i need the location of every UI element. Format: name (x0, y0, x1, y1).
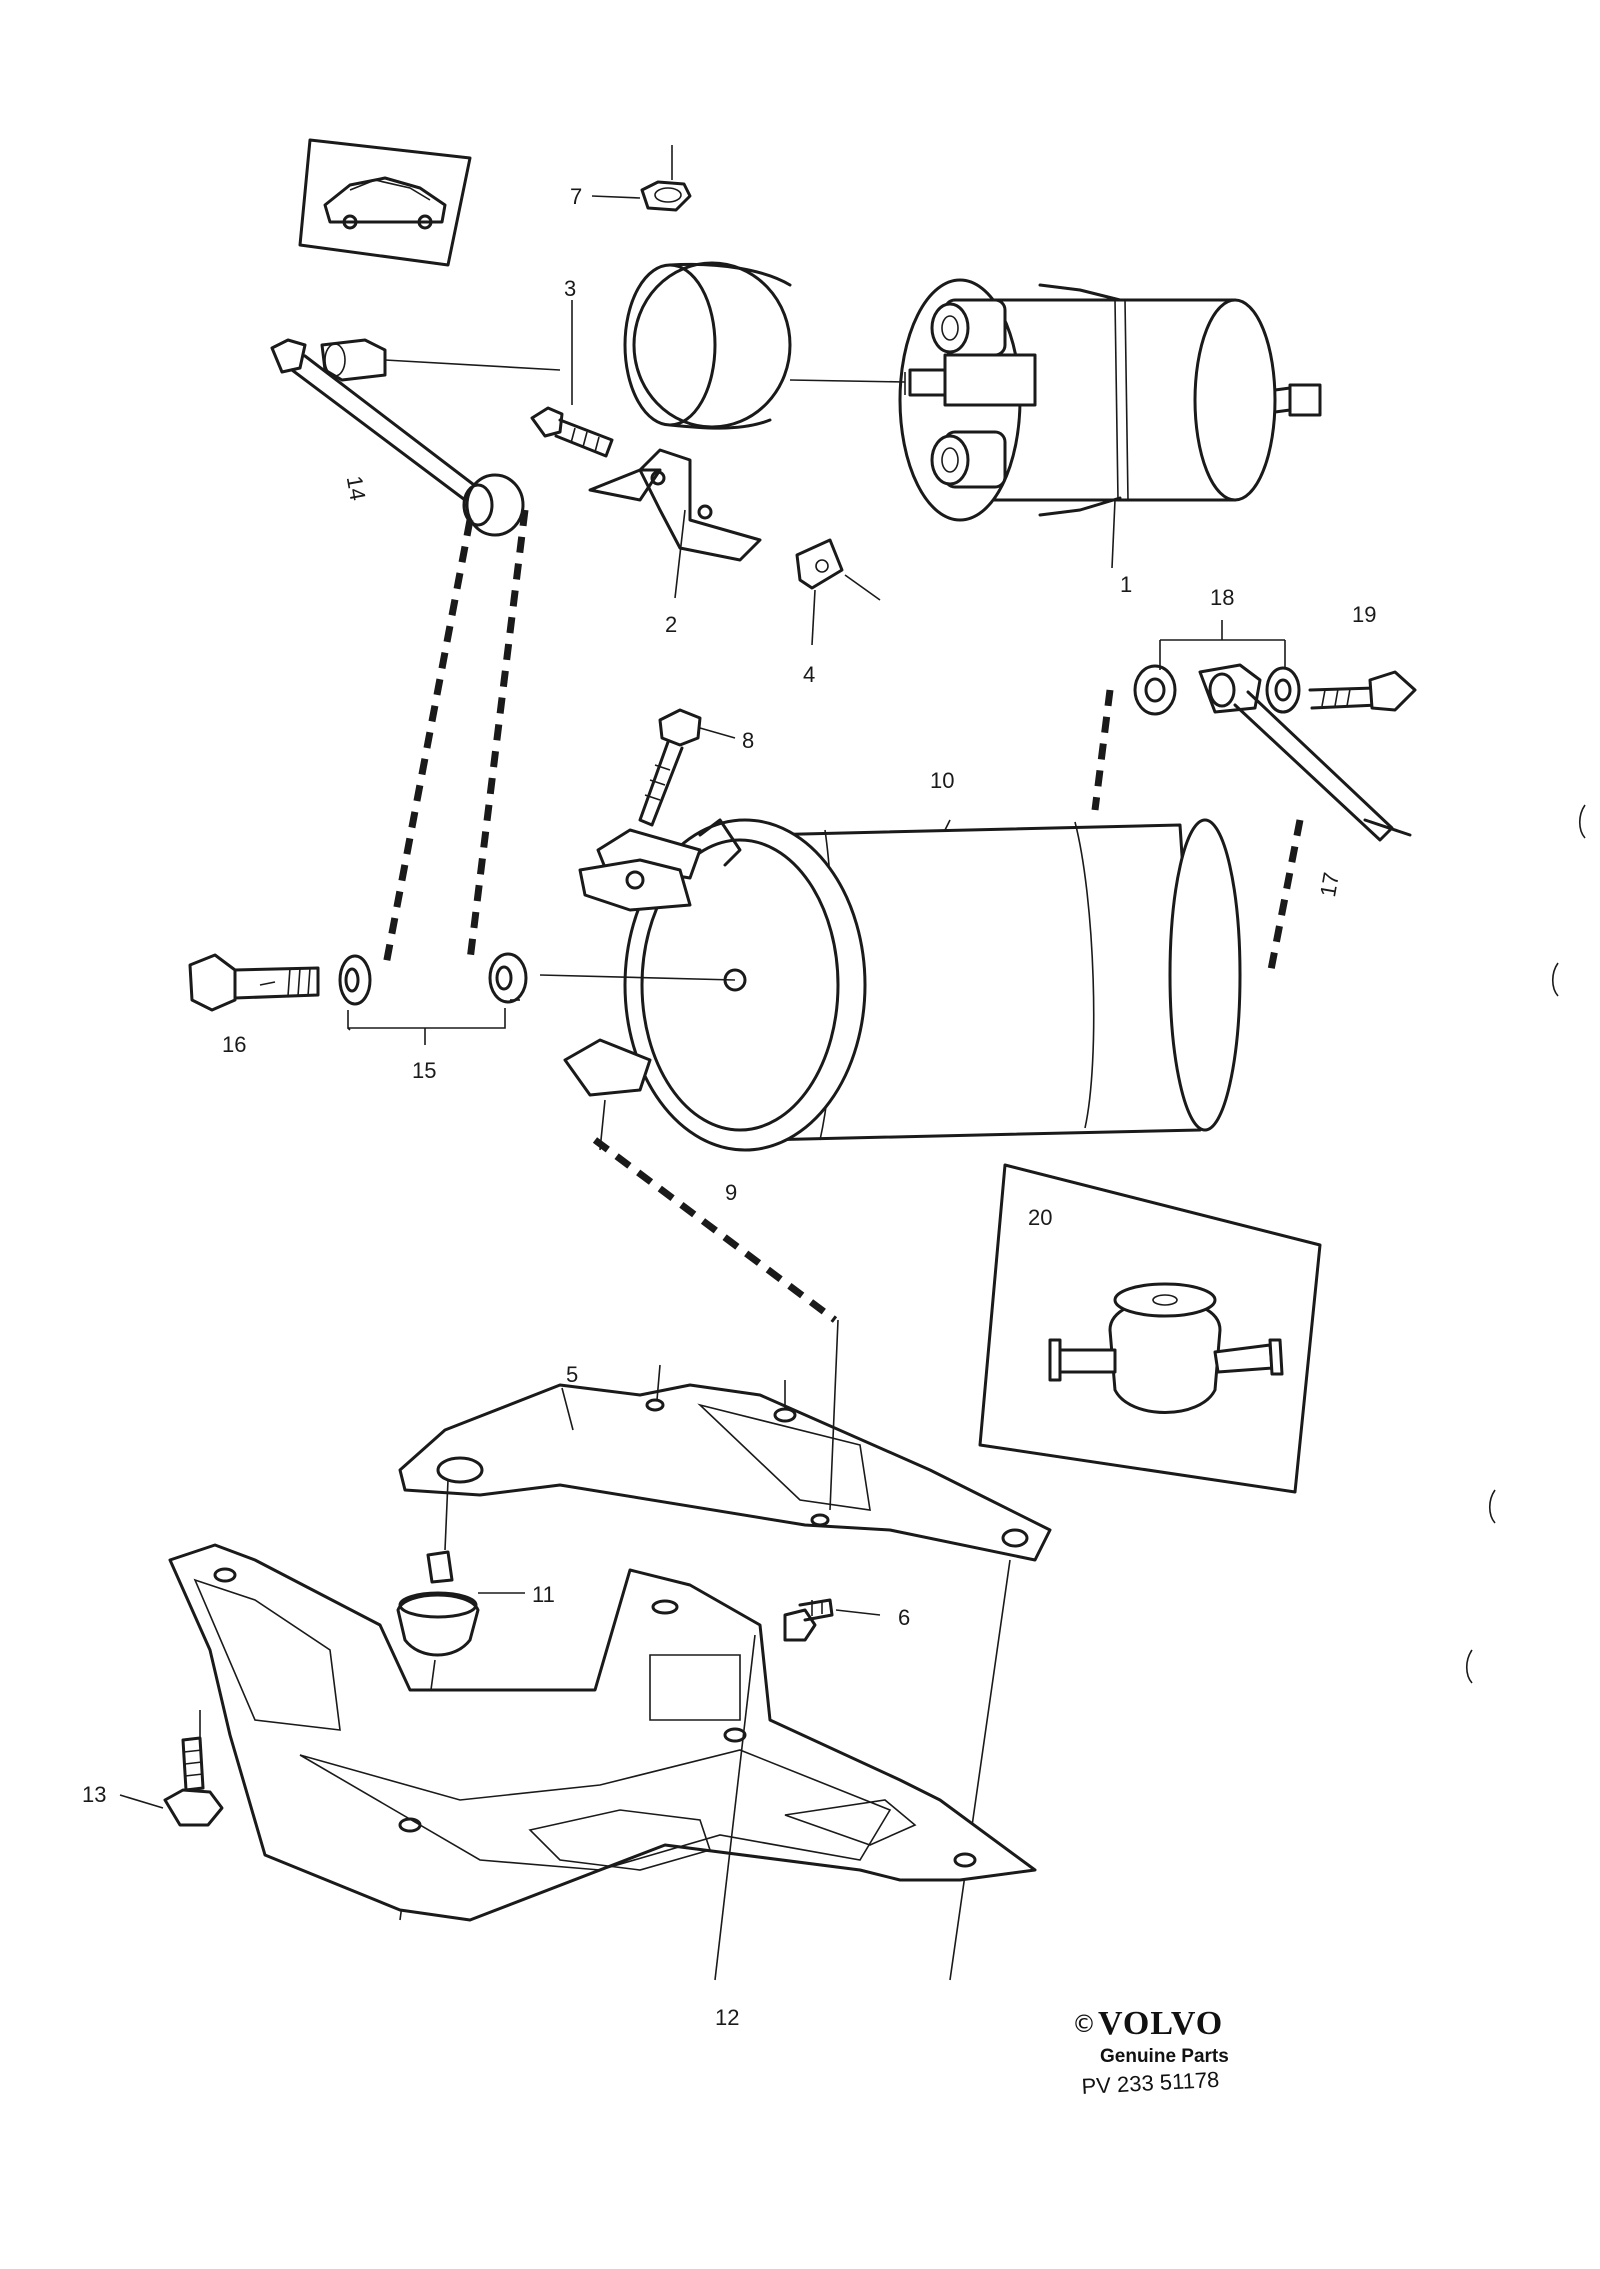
part-plate-5 (398, 1319, 1052, 1981)
callout-11: 11 (532, 1582, 555, 1607)
callout-labels: 1 2 3 4 5 6 7 8 9 10 11 12 13 14 15 16 1… (82, 184, 1376, 2030)
callout-9: 9 (725, 1180, 737, 1205)
part-bolt-13 (119, 1710, 224, 1827)
inset-20 (978, 1163, 1322, 1494)
callout-2: 2 (665, 612, 677, 637)
callout-10: 10 (930, 768, 954, 793)
callout-17: 17 (1315, 870, 1344, 898)
part-nut-7 (591, 145, 692, 212)
car-thumbnail (298, 138, 472, 267)
callout-6: 6 (898, 1605, 910, 1630)
part-bolt-6 (783, 1598, 881, 1642)
callout-5: 5 (566, 1362, 578, 1387)
callout-8: 8 (742, 728, 754, 753)
part-nut-4 (795, 538, 881, 601)
part-hose-17-set (1091, 620, 1417, 976)
callout-15: 15 (412, 1058, 436, 1083)
part-bolt-3 (530, 300, 614, 458)
part-bolt-16-set (188, 952, 528, 1045)
leader-lines (347, 499, 1116, 1431)
copyright-symbol: © (1072, 2010, 1096, 2038)
part-number: PV 233 51178 (1081, 2067, 1220, 2099)
callout-20: 20 (1028, 1205, 1052, 1230)
part-plate-12 (168, 1543, 1037, 1981)
callout-7: 7 (570, 184, 582, 209)
callout-4: 4 (803, 662, 815, 687)
brand-block: © VOLVO Genuine Parts PV 233 51178 (1072, 2005, 1229, 2099)
callout-19: 19 (1352, 602, 1376, 627)
callout-16: 16 (222, 1032, 246, 1057)
brand-subtitle: Genuine Parts (1100, 2046, 1229, 2067)
callout-1: 1 (1120, 572, 1132, 597)
callout-14: 14 (342, 474, 371, 502)
margin-marks (1465, 804, 1586, 1684)
part-canister-10 (539, 818, 1242, 1323)
part-clamp-2 (588, 261, 792, 562)
callout-3: 3 (564, 276, 576, 301)
callout-13: 13 (82, 1782, 106, 1807)
part-bolt-8 (638, 708, 736, 827)
part-link-14 (270, 338, 561, 971)
callout-18: 18 (1210, 585, 1234, 610)
part-pump-1 (789, 278, 1322, 522)
callout-12: 12 (715, 2005, 739, 2030)
brand-logo: VOLVO (1098, 2005, 1223, 2042)
